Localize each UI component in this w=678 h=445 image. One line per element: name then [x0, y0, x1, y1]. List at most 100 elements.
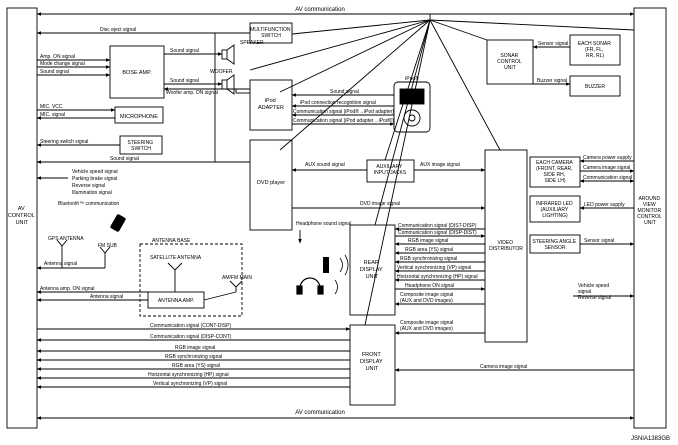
microphone-box	[114, 106, 164, 124]
gps-antenna-icon	[56, 239, 68, 247]
parking-brake-label: Parking brake signal	[72, 176, 117, 182]
each-sonar-box	[569, 34, 621, 66]
comm-adapter-ipod-label: Communication signal (iPod adapter→iPod®…	[293, 117, 394, 124]
rear-display-label: REAR DISPLAY UNIT	[360, 260, 384, 280]
aux-jacks-label: AUXILIARY INPUT JACKS	[374, 164, 407, 176]
rgb-area-label: RGB area (YS) signal	[405, 247, 453, 253]
vehicle-speed-label: Vehicle speed signal	[72, 169, 118, 175]
sound-bus-label: Sound signal	[110, 156, 139, 162]
remote-icon	[323, 257, 329, 273]
buzzer-box	[569, 75, 621, 97]
am-fm-antenna-icon	[229, 280, 243, 288]
bose-amp-box	[109, 45, 165, 99]
antenna-amp-label: ANTENNA AMP.	[158, 298, 194, 304]
reverse-label: Reverse signal	[72, 183, 105, 189]
dvd-image-label: DVD image signal	[360, 201, 400, 207]
front-aux-dvd-label: (AUX and DVD images)	[400, 326, 453, 332]
top-bus-label: AV communication	[295, 7, 345, 13]
satellite-antenna-label: SATELLITE ANTENNA	[150, 255, 202, 261]
antenna-base-label: ANTENNA BASE	[152, 238, 191, 244]
buzzer-label: BUZZER	[585, 84, 605, 90]
video-distributor-label: VIDEO DISTRIBUTOR	[489, 240, 523, 252]
amp-on-label: Amp. ON signal	[40, 54, 75, 60]
video-distributor-box	[484, 149, 528, 343]
steering-sensor-signal-label: Sensor signal	[584, 238, 614, 244]
comm-dist-disp-label: Communication signal (DIST-DISP)	[398, 223, 477, 229]
rgb-sync-label: RGB synchronizing signal	[400, 256, 457, 262]
buzzer-signal-label: Buzzer signal	[537, 78, 567, 84]
steering-switch-signal-label: Steering switch signal	[40, 139, 88, 145]
front-display-unit-box	[349, 324, 396, 406]
sonar-unit-label: SONAR CONTROL UNIT	[497, 53, 523, 71]
auxiliary-input-jacks-box	[366, 159, 415, 183]
sound-to-woofer-label: Sound signal	[170, 78, 199, 84]
vs-line1-label: Vehicle speed	[578, 283, 609, 289]
comm-disp-cont-label: Communication signal (DISP-CONT)	[150, 334, 232, 340]
sound-waves-icon	[334, 254, 349, 295]
woofer-label: WOOFER	[210, 69, 233, 75]
ipod-sound-label: Sound signal	[330, 89, 359, 95]
headphones-icon	[296, 277, 324, 295]
woofer-icon	[221, 79, 228, 90]
front-rgb-image-label: RGB image signal	[175, 345, 215, 351]
sound-to-speaker-label: Sound signal	[170, 48, 199, 54]
ipod-device	[393, 81, 431, 133]
figure-id: JSNIA1383GB	[631, 436, 670, 442]
illumination-label: Illumination signal	[72, 190, 112, 196]
antenna-amp-on-label: Antenna amp. ON signal	[40, 286, 94, 292]
sonar-control-unit-box	[486, 39, 534, 85]
mic-vcc-label: MIC. VCC	[40, 104, 63, 110]
headphone-sound-label: Headphone sound signal	[296, 221, 351, 227]
vs-line2-label: signal	[578, 289, 591, 295]
bose-amp-label: BOSE AMP.	[122, 70, 152, 76]
av-control-unit-box	[6, 7, 38, 429]
front-composite-label: Composite image signal	[400, 320, 453, 326]
each-camera-label: EACH CAMERA (FRONT, REAR, SIDE RH, SIDE …	[536, 160, 574, 184]
each-camera-box	[529, 156, 581, 188]
multifunction-switch-label: MULTIFUNCTION SWITCH	[250, 27, 292, 39]
av-control-unit-label: AV CONTROL UNIT	[8, 206, 36, 226]
comm-ipod-adapter-label: Communication signal (iPod®→iPod adapter…	[293, 108, 394, 115]
front-display-label: FRONT DISPLAY UNIT	[360, 352, 384, 372]
antenna-signal-label: Antenna signal	[44, 261, 77, 267]
each-sonar-label: EACH SONAR (FR, FL, RR, RL)	[578, 41, 612, 59]
camera-image-label: Camera image signal	[480, 364, 527, 370]
fm-sub-antenna-icon	[99, 246, 111, 254]
mic-signal-label: MIC. signal	[40, 112, 65, 118]
camera-comm-label: Communication signal	[583, 175, 632, 181]
speaker-label: SPEAKER	[240, 40, 264, 46]
front-rgb-sync-label: RGB synchronizing signal	[165, 354, 222, 360]
around-view-monitor-box	[633, 7, 667, 429]
bluetooth-label: Bluetooth™ communication	[58, 201, 119, 207]
infrared-led-label: INFRARED LED (AUXILIARY LIGHTING)	[536, 201, 574, 219]
vs-reverse-label: Reverse signal	[578, 295, 611, 301]
mode-change-label: Mode change signal	[40, 61, 85, 67]
vertical-sync-label: Vertical synchronizing (VP) signal	[397, 265, 471, 271]
sonar-sensor-label: Sensor signal	[538, 41, 568, 47]
am-fm-main-label: AM/FM MAIN	[222, 275, 252, 281]
rgb-image-label: RGB image signal	[408, 238, 448, 244]
horizontal-sync-label: Horizontal synchronizing (HP) signal	[397, 274, 478, 280]
disc-eject-label: Disc eject signal	[100, 27, 136, 33]
front-horizontal-sync-label: Horizontal synchronizing (HP) signal	[148, 372, 229, 378]
camera-image-signal-label: Camera image signal	[583, 165, 630, 171]
aux-dvd-images-label: (AUX and DVD images)	[400, 298, 453, 304]
antenna-signal-2-label: Antenna signal	[90, 294, 123, 300]
hub-line	[291, 19, 431, 35]
comm-cont-disp-label: Communication signal (CONT-DISP)	[150, 323, 231, 329]
steering-angle-label: STEERING ANGLE SENSOR	[532, 239, 577, 251]
phone-icon	[110, 214, 126, 232]
front-vertical-sync-label: Vertical synchronizing (VP) signal	[153, 381, 227, 387]
dvd-player-box	[249, 139, 293, 231]
ipod-conn-label: iPod connection recognition signal	[300, 100, 376, 106]
composite-image-label: Composite image signal	[400, 292, 453, 298]
ipod-label: iPod®	[405, 75, 419, 82]
antenna-base-box	[139, 243, 243, 317]
gps-antenna-label: GPS ANTENNA	[48, 236, 84, 242]
speaker-icon	[221, 49, 228, 60]
woofer-amp-on-label: Woofer amp. ON signal	[166, 90, 218, 96]
multifunction-switch-box	[249, 22, 293, 44]
front-rgb-area-label: RGB area (YS) signal	[172, 363, 220, 369]
